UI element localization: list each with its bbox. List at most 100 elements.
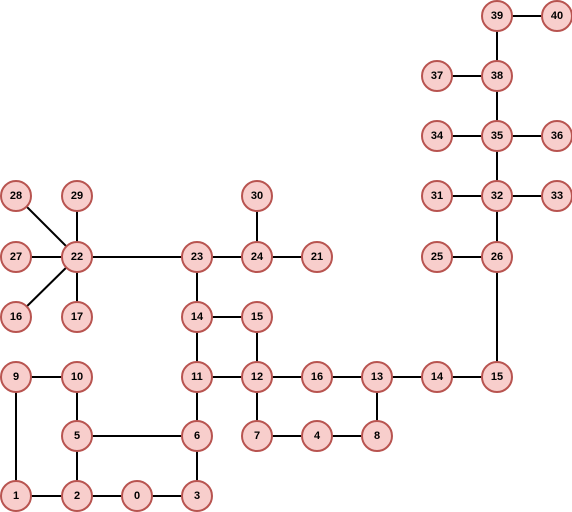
node-label: 26 [491,251,503,263]
node-label: 1 [13,490,19,502]
node-circle [181,301,213,333]
node-circle [481,120,513,152]
node-n24: 24 [241,241,273,273]
node-circle [241,361,273,393]
node-n27: 27 [0,241,32,273]
node-circle [421,180,453,212]
node-circle [0,480,32,512]
node-n14a: 14 [181,301,213,333]
node-n15b: 15 [481,361,513,393]
node-n7: 7 [241,420,273,452]
node-n11: 11 [181,361,213,393]
node-n22: 22 [61,241,93,273]
node-n40: 40 [541,0,572,32]
node-circle [421,120,453,152]
node-circle [301,420,333,452]
node-n5: 5 [61,420,93,452]
node-label: 8 [374,430,380,442]
node-label: 2 [74,490,80,502]
node-label: 4 [314,430,321,442]
node-n12: 12 [241,361,273,393]
node-label: 36 [551,130,563,142]
node-label: 34 [431,130,444,142]
node-circle [61,241,93,273]
node-circle [0,301,32,333]
node-n9: 9 [0,361,32,393]
node-label: 6 [194,430,200,442]
node-label: 33 [551,190,563,202]
node-circle [481,60,513,92]
node-n8: 8 [361,420,393,452]
node-n10: 10 [61,361,93,393]
node-n25: 25 [421,241,453,273]
node-circle [481,361,513,393]
node-label: 16 [311,371,323,383]
node-n0: 0 [121,480,153,512]
node-n13: 13 [361,361,393,393]
node-n29: 29 [61,180,93,212]
node-circle [0,361,32,393]
node-label: 22 [71,251,83,263]
node-circle [61,180,93,212]
node-circle [541,0,572,32]
node-n35: 35 [481,120,513,152]
node-n1: 1 [0,480,32,512]
node-label: 35 [491,130,503,142]
node-label: 10 [71,371,83,383]
node-n28: 28 [0,180,32,212]
node-label: 27 [10,251,22,263]
node-label: 7 [254,430,260,442]
node-circle [421,241,453,273]
node-label: 11 [191,371,203,383]
node-label: 15 [251,311,263,323]
node-circle [0,180,32,212]
node-label: 0 [134,490,140,502]
node-n23: 23 [181,241,213,273]
node-circle [541,180,572,212]
node-n16a: 16 [0,301,32,333]
node-circle [61,480,93,512]
node-circle [61,301,93,333]
node-circle [61,361,93,393]
node-label: 28 [10,190,22,202]
node-n16b: 16 [301,361,333,393]
node-n39: 39 [481,0,513,32]
node-label: 37 [431,70,443,82]
node-n17: 17 [61,301,93,333]
node-circle [181,480,213,512]
node-label: 14 [431,371,444,383]
node-label: 38 [491,70,503,82]
node-circle [481,180,513,212]
node-label: 39 [491,10,503,22]
node-label: 3 [194,490,200,502]
node-label: 16 [10,311,22,323]
node-n26: 26 [481,241,513,273]
node-n34: 34 [421,120,453,152]
node-label: 17 [71,311,83,323]
node-n2: 2 [61,480,93,512]
node-circle [181,361,213,393]
node-circle [241,180,273,212]
node-n37: 37 [421,60,453,92]
node-label: 14 [191,311,204,323]
node-label: 40 [551,10,563,22]
node-n38: 38 [481,60,513,92]
node-circle [0,241,32,273]
node-label: 29 [71,190,83,202]
node-label: 13 [371,371,383,383]
node-n15a: 15 [241,301,273,333]
node-label: 32 [491,190,503,202]
node-circle [541,120,572,152]
node-n4: 4 [301,420,333,452]
node-circle [241,301,273,333]
node-circle [301,361,333,393]
node-label: 5 [74,430,80,442]
node-circle [121,480,153,512]
node-circle [241,241,273,273]
node-n6: 6 [181,420,213,452]
node-n33: 33 [541,180,572,212]
node-label: 23 [191,251,203,263]
node-n3: 3 [181,480,213,512]
